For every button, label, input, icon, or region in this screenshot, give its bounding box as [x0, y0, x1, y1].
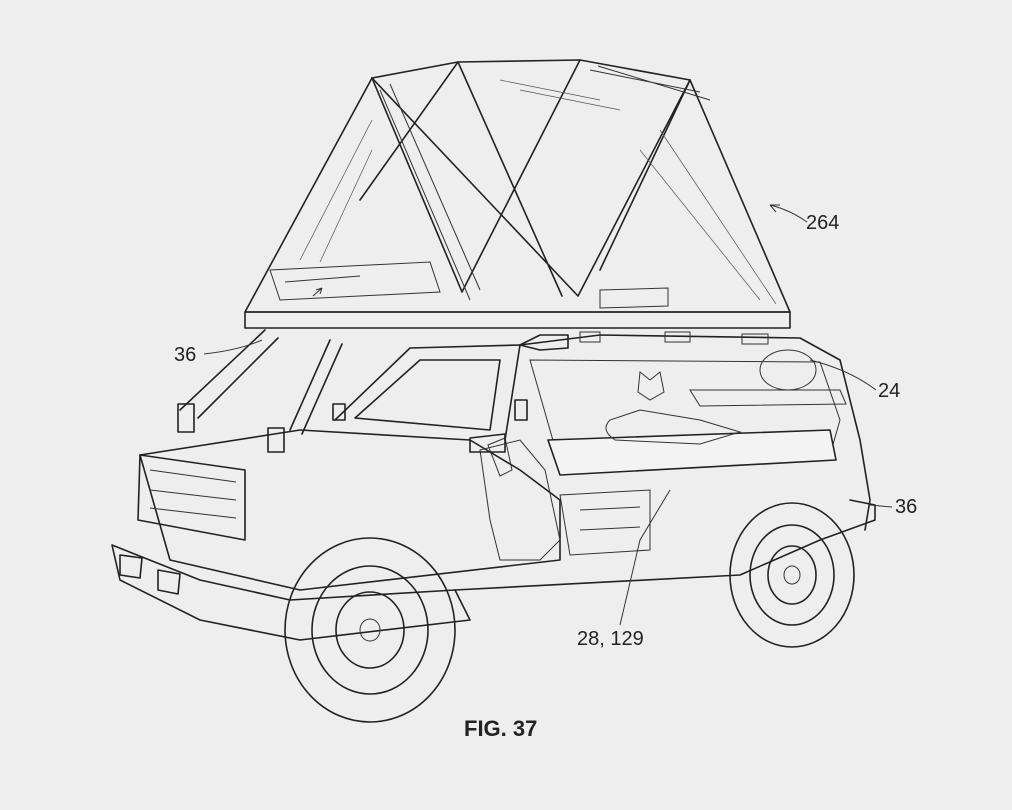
figure-label: FIG. 37	[464, 716, 538, 741]
leader-lines	[203, 204, 893, 626]
rooftop-tent	[244, 59, 791, 329]
wheels	[284, 502, 855, 723]
ref-28-129: 28, 129	[577, 628, 644, 650]
ref-24: 24	[878, 380, 901, 402]
vehicle-body	[111, 329, 876, 641]
ref-36-body: 36	[895, 496, 918, 518]
leader-arrow-icon	[769, 204, 780, 213]
ref-264: 264	[806, 212, 840, 234]
ref-36-tent: 36	[174, 344, 197, 366]
